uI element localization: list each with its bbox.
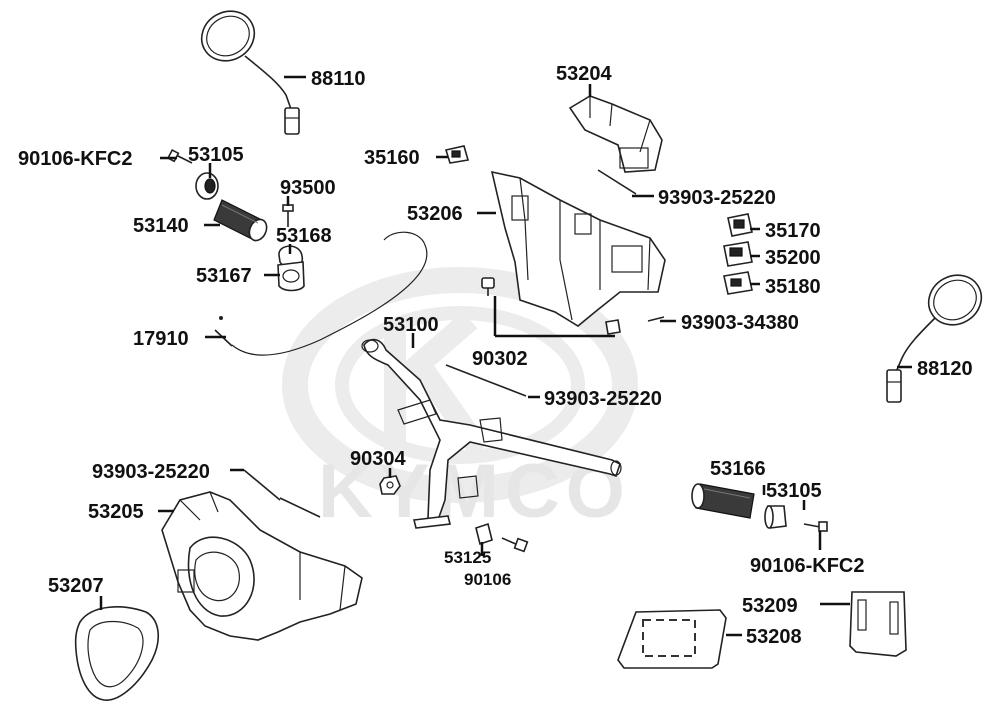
screw-93903-34380-drawing: [605, 316, 665, 335]
part-label-53125: 53125: [444, 548, 491, 567]
part-label-90304: 90304: [350, 448, 406, 470]
connector-35160-drawing: [444, 145, 470, 164]
part-label-53207: 53207: [48, 575, 104, 597]
part-label-88120: 88120: [917, 358, 973, 380]
collar-53125-drawing: [475, 522, 493, 546]
part-label-53166: 53166: [710, 458, 766, 480]
part-label-90106: 90106: [464, 570, 511, 589]
right-bolt-drawing: [803, 521, 828, 532]
left-bar-end-drawing: [195, 172, 219, 200]
part-label-93903-25220-b: 93903-25220: [544, 388, 662, 410]
part-label-93903-34380: 93903-34380: [681, 312, 799, 334]
front-cover-53205-drawing: [161, 491, 363, 641]
part-label-17910: 17910: [133, 328, 189, 350]
leader-lines: [99, 75, 912, 637]
screw-93500-drawing: [282, 204, 294, 227]
part-label-53140: 53140: [133, 215, 189, 237]
bolt-90106-drawing: [501, 537, 529, 553]
right-mirror-drawing: [886, 274, 983, 403]
part-label-53206: 53206: [407, 203, 463, 225]
handlebar-53100-drawing: [361, 338, 622, 529]
left-grip-drawing: [213, 199, 268, 242]
part-label-35180: 35180: [765, 276, 821, 298]
inner-panel-53206-drawing: [490, 170, 666, 327]
part-label-53100: 53100: [383, 314, 439, 336]
screw-90302-drawing: [481, 277, 495, 296]
part-label-53168: 53168: [276, 225, 332, 247]
part-label-53167: 53167: [196, 265, 252, 287]
screw-93903-25220-b-drawing: [445, 364, 527, 397]
switch-35180-drawing: [723, 271, 753, 295]
part-label-53105-right: 53105: [766, 480, 822, 502]
panel-53209-drawing: [849, 591, 907, 657]
switch-35170-drawing: [727, 213, 753, 237]
screw-93903-25220-a-drawing: [597, 169, 637, 195]
part-label-90106-kfc2-left: 90106-KFC2: [18, 148, 133, 170]
part-label-53209: 53209: [742, 595, 798, 617]
part-label-88110: 88110: [311, 68, 366, 90]
part-label-93903-25220-c: 93903-25220: [92, 461, 210, 483]
right-bar-end-drawing: [764, 505, 787, 529]
throttle-housing-drawing: [277, 245, 305, 292]
part-label-53105-left: 53105: [188, 144, 244, 166]
screw-93903-25220-c-drawing: [243, 469, 321, 518]
part-label-35200: 35200: [765, 247, 821, 269]
left-mirror-drawing: [200, 10, 300, 135]
cover-53207-drawing: [74, 606, 159, 701]
panel-53208-drawing: [617, 609, 727, 669]
right-grip-drawing: [691, 483, 755, 519]
part-label-53208: 53208: [746, 626, 802, 648]
part-label-53205: 53205: [88, 501, 144, 523]
part-label-35160: 35160: [364, 147, 420, 169]
nut-90304-drawing: [379, 475, 401, 495]
part-label-90302: 90302: [472, 348, 528, 370]
part-label-35170: 35170: [765, 220, 821, 242]
switch-35200-drawing: [723, 241, 753, 267]
part-label-53204: 53204: [556, 63, 612, 85]
part-label-93500: 93500: [280, 177, 336, 199]
part-label-90106-kfc2-right: 90106-KFC2: [750, 555, 865, 577]
upper-cover-53204-drawing: [568, 95, 663, 173]
part-label-93903-25220-a: 93903-25220: [658, 187, 776, 209]
